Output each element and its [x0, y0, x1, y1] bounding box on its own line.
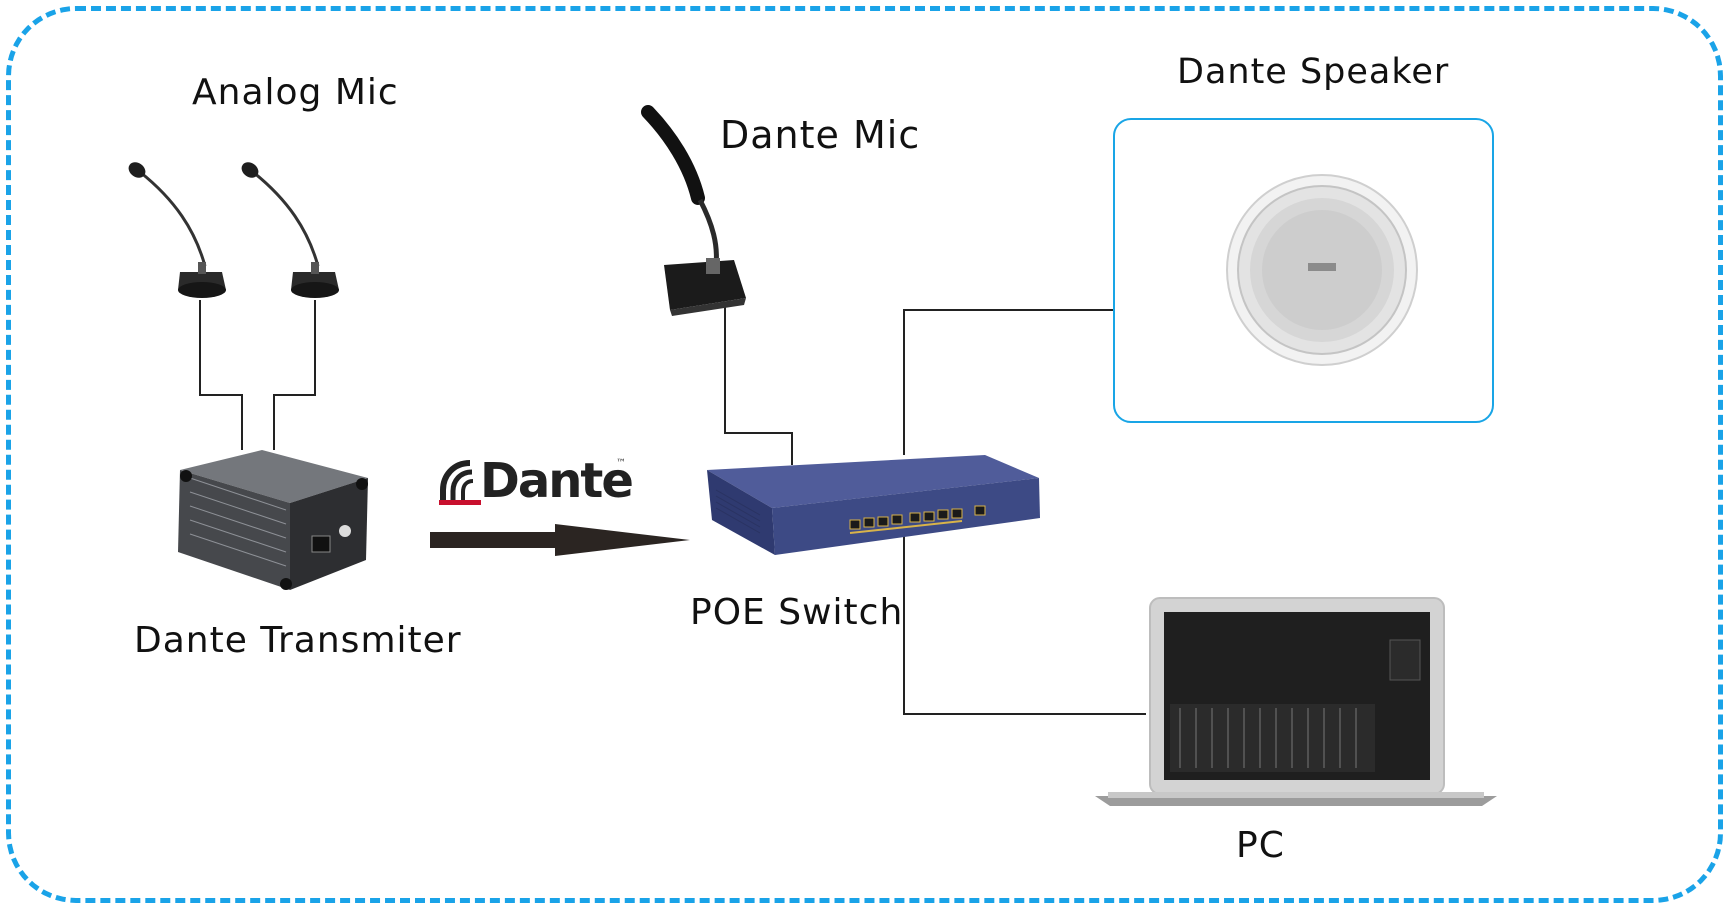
poe-switch-icon — [707, 455, 1040, 555]
arrow-shaft — [430, 532, 565, 548]
dante-gooseneck-mic-icon — [641, 105, 746, 316]
dante-mic-label: Dante Mic — [720, 113, 921, 157]
dante-transmitter-label: Dante Transmiter — [134, 620, 462, 661]
dante-speaker-label: Dante Speaker — [1177, 52, 1450, 92]
wire-analog-mic-1 — [199, 300, 243, 450]
speaker-frame — [1113, 118, 1494, 423]
connection-wires — [199, 300, 1146, 715]
dante-logo-mark-icon — [439, 460, 481, 505]
analog-mic-label: Analog Mic — [192, 72, 399, 113]
ceiling-speaker-icon — [1226, 174, 1418, 366]
dante-interface-box-icon — [178, 450, 368, 590]
wire-analog-mic-2 — [273, 300, 316, 450]
gooseneck-mic-icon — [241, 162, 339, 298]
wire-pc — [903, 530, 1146, 715]
poe-switch-label: POE Switch — [690, 592, 904, 633]
laptop-icon — [1095, 597, 1497, 806]
wire-speaker — [903, 309, 1113, 455]
pc-label: PC — [1236, 825, 1285, 866]
gooseneck-mic-icon — [128, 162, 226, 298]
wire-dante-mic — [724, 305, 793, 465]
dante-logo-text: Dante — [480, 453, 634, 509]
dashed-frame — [6, 6, 1723, 903]
arrow-head — [555, 524, 690, 556]
dante-logo-trademark: ™ — [616, 458, 626, 469]
signal-arrow — [430, 524, 690, 556]
dante-logo: Dante ™ — [438, 453, 638, 515]
